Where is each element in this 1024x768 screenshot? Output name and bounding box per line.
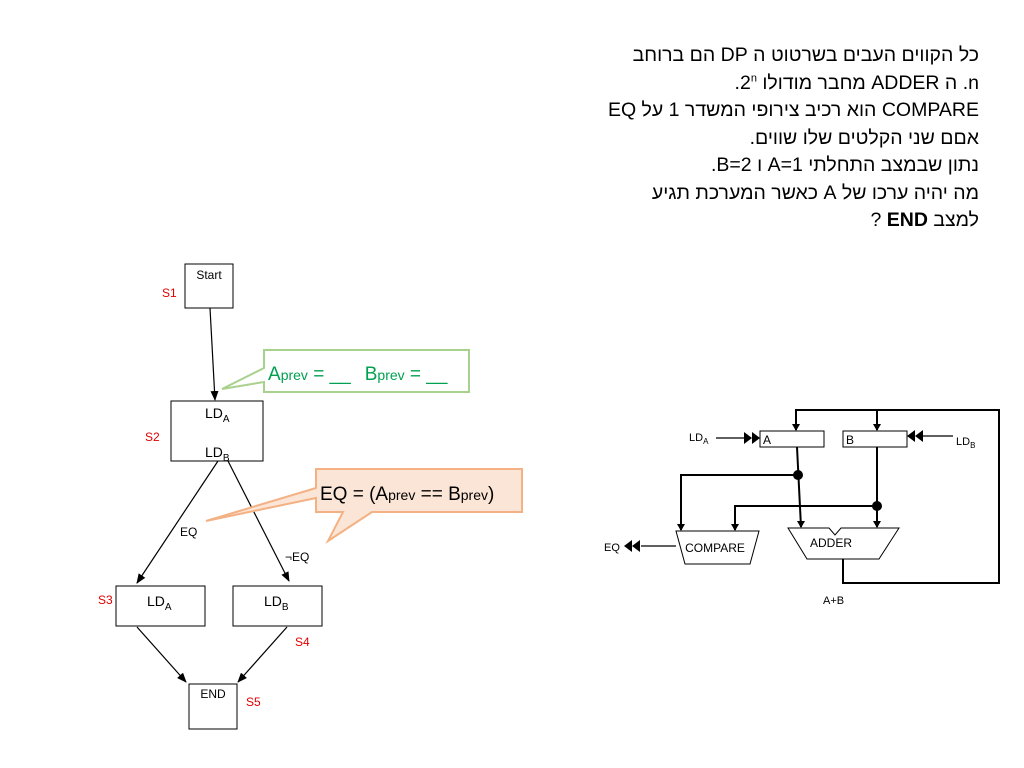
question-line-5: נתון שבמצב התחלתי A=1 ו B=2. <box>710 154 979 176</box>
arrow-b-compare <box>731 524 739 531</box>
b-prev-letter: B <box>365 364 378 385</box>
state-s2-ld-b-sub: B <box>223 453 230 464</box>
b-prev-sub: prev <box>377 367 404 383</box>
question-line-3: COMPARE הוא רכיב צירופי המשדר 1 על EQ <box>607 99 979 121</box>
state-end-label: END <box>200 687 226 701</box>
a-prev-sub: prev <box>281 367 308 383</box>
edge-label-eq: EQ <box>180 525 197 539</box>
state-s2-ld-b: LDB <box>205 444 230 464</box>
question-line-2a: n. ה ADDER מחבר מודולו <box>756 71 979 94</box>
ld-a-arrow-1 <box>744 432 752 444</box>
question-line-7: למצב END ? <box>459 207 979 235</box>
eq-output-label: EQ <box>604 542 620 554</box>
eq-def-part2: == B <box>415 484 460 505</box>
state-s4-box <box>232 585 323 627</box>
ld-b-text: LD <box>956 436 970 448</box>
question-line-4: אםם שני הקלטים שלו שווים. <box>749 126 979 149</box>
adder-label: ADDER <box>810 536 852 550</box>
ld-b-label: LDB <box>956 436 975 450</box>
callout-eq-definition: EQ = (Aprev == Bprev) <box>205 468 523 544</box>
ld-b-sub: B <box>970 441 975 450</box>
bus-a-to-compare <box>680 474 798 530</box>
state-s3-label-sub: A <box>165 602 172 613</box>
callout-prev-values: Aprev = __ Bprev = __ <box>221 349 470 393</box>
state-start-box <box>184 263 234 309</box>
edge-label-not-eq: ¬EQ <box>285 550 309 564</box>
adder-block <box>787 527 900 560</box>
eq-def-sub1: prev <box>388 487 415 503</box>
callout-eq-bubble <box>205 468 523 544</box>
ld-b-arrow-1 <box>907 430 915 442</box>
arrow-a-compare <box>677 524 685 531</box>
ld-a-sub: A <box>703 437 709 446</box>
b-prev-blank: = __ <box>405 364 448 385</box>
state-start-label: Start <box>196 268 222 282</box>
state-tag-s2: S2 <box>145 430 160 444</box>
adder-output-label: A+B <box>823 595 844 607</box>
feedback-arrow-a <box>792 424 800 431</box>
edge-s2-s3 <box>136 460 219 584</box>
a-prev-letter: A <box>268 364 281 385</box>
state-s3-label: LDA <box>147 593 172 613</box>
power-exponent: n <box>750 72 757 84</box>
callout-prev-text: Aprev = __ Bprev = __ <box>268 364 448 385</box>
register-b <box>842 430 908 448</box>
callout-eq-text: EQ = (Aprev == Bprev) <box>320 484 494 505</box>
arrow-a-adder <box>797 521 805 528</box>
question-line-7b: ? <box>870 209 887 231</box>
ld-a-text: LD <box>689 432 703 444</box>
state-s2-ld-a-text: LD <box>205 405 223 421</box>
ld-b-arrow-2 <box>915 430 923 442</box>
edge-s1-s2 <box>209 307 219 401</box>
state-s3-box <box>115 585 206 627</box>
a-prev-blank: = __ <box>308 364 351 385</box>
state-s2-ld-a: LDA <box>205 405 230 425</box>
state-tag-s3: S3 <box>98 593 113 607</box>
end-keyword: END <box>886 209 928 231</box>
state-s2-box <box>170 400 264 462</box>
eq-def-sub2: prev <box>461 487 488 503</box>
register-a-label: A <box>763 433 771 447</box>
ld-a-label: LDA <box>689 432 709 446</box>
state-s4-label-sub: B <box>282 602 289 613</box>
edge-s4-end <box>237 626 288 683</box>
state-s4-label: LDB <box>264 593 289 613</box>
arrow-b-adder <box>873 521 881 528</box>
edge-s2-s4 <box>227 460 290 582</box>
register-a <box>759 430 825 448</box>
state-s2-ld-a-sub: A <box>223 414 230 425</box>
question-line-2: n. ה ADDER מחבר מודולו 2n. <box>459 70 979 98</box>
register-b-label: B <box>846 433 854 447</box>
state-tag-s1: S1 <box>162 286 177 300</box>
question-line-6: מה יהיה ערכו של A כאשר המערכת תגיע <box>651 181 979 204</box>
state-s2-ld-b-text: LD <box>205 444 223 460</box>
flowchart: Start S1 LDA LDB S2 EQ ¬EQ LDA S3 LDB S4… <box>98 263 323 730</box>
question-text: כל הקווים העבים בשרטוט ה DP הם ברוחב n. … <box>459 42 979 235</box>
feedback-bus <box>795 409 1000 584</box>
power-expression: 2n <box>740 72 757 94</box>
eq-def-part1: EQ = (A <box>320 484 388 505</box>
power-base: 2 <box>739 71 751 94</box>
eq-arrow-2 <box>624 540 632 552</box>
eq-arrow-1 <box>632 540 640 552</box>
state-tag-s5: S5 <box>246 695 261 709</box>
question-line-7a: למצב <box>927 209 979 231</box>
datapath: A B LDA LDB COMPARE EQ <box>604 409 1000 607</box>
compare-label: COMPARE <box>685 541 745 555</box>
eq-def-part3: ) <box>488 484 494 505</box>
state-end-box <box>188 683 238 730</box>
edge-s3-end <box>136 626 187 683</box>
state-s3-label-text: LD <box>147 593 165 609</box>
state-s4-label-text: LD <box>264 593 282 609</box>
question-line-2b: . <box>734 71 740 94</box>
bus-a-to-adder <box>796 446 802 528</box>
question-line-1: כל הקווים העבים בשרטוט ה DP הם ברוחב <box>632 44 979 66</box>
callout-prev-bubble <box>221 349 470 393</box>
feedback-arrow-b <box>873 424 881 431</box>
state-tag-s4: S4 <box>295 635 310 649</box>
ld-a-arrow-2 <box>752 432 760 444</box>
compare-block <box>675 530 760 565</box>
bus-b-to-compare <box>734 505 877 530</box>
